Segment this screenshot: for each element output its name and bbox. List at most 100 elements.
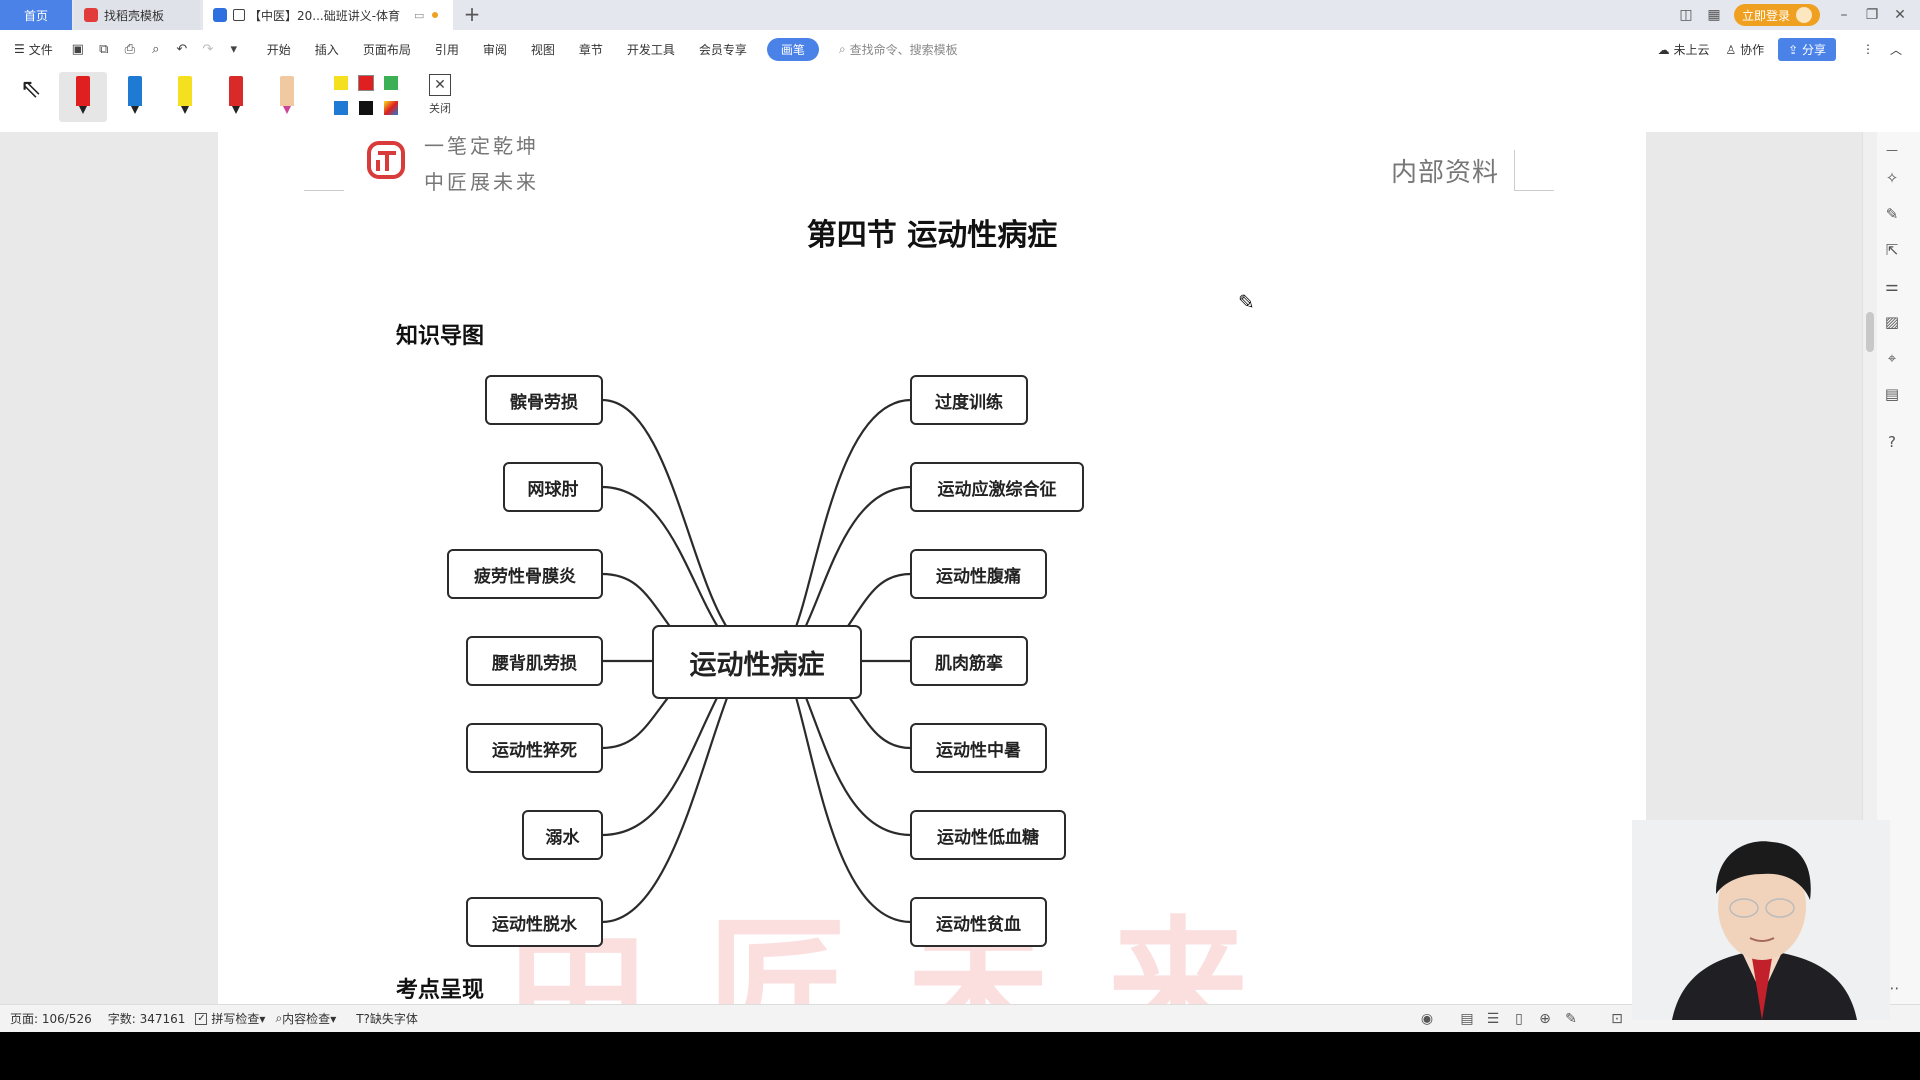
fit-page-icon[interactable]: ⊡ [1611,1011,1623,1027]
mindmap-node-left[interactable]: 运动性猝死 [466,723,603,773]
file-menu[interactable]: ☰ 文件 [0,41,65,58]
pen-red-fine[interactable] [212,72,260,122]
book-icon[interactable]: ▤ [1884,385,1900,403]
eraser-tool[interactable] [263,72,311,122]
color-picker-more[interactable] [384,101,398,115]
file-menu-label: 文件 [28,42,53,57]
restore-icon[interactable]: ❐ [1865,7,1879,23]
mindmap-node-left[interactable]: 腰背肌劳损 [466,636,603,686]
map-pin-icon[interactable]: ⌖ [1887,349,1897,367]
mindmap-node-right[interactable]: 运动应激综合征 [910,462,1084,512]
menu-review[interactable]: 审阅 [482,42,507,57]
preview-icon[interactable]: ⌕ [152,41,160,57]
tab-template[interactable]: 找稻壳模板 [74,0,200,30]
edit-pen-icon[interactable]: ✎ [1885,205,1899,223]
read-view-icon[interactable]: ▯ [1515,1011,1523,1027]
more-icon[interactable]: ⋮ [1861,42,1874,56]
tab-home[interactable]: 首页 [0,0,72,30]
undo-icon[interactable]: ↶ [176,41,188,57]
color-swatch-blue[interactable] [334,101,348,115]
scrollbar-thumb[interactable] [1866,312,1874,352]
page-indicator[interactable]: 页面: 106/526 [10,1012,92,1026]
menu-page-layout[interactable]: 页面布局 [362,42,411,57]
login-button[interactable]: 立即登录 [1733,4,1820,26]
adjust-sliders-icon[interactable]: ⚌ [1885,277,1899,295]
close-window-icon[interactable]: ✕ [1894,7,1906,23]
page-view-icon[interactable]: ▤ [1460,1011,1474,1027]
mindmap-node-left[interactable]: 运动性脱水 [466,897,603,947]
mindmap-node-right[interactable]: 运动性贫血 [910,897,1047,947]
color-swatch-green[interactable] [384,76,398,90]
wps-writer-icon [213,8,227,22]
header-internal-label: 内部资料 [1391,158,1500,188]
color-swatch-black[interactable] [359,101,373,115]
mindmap-node-left[interactable]: 溺水 [522,810,603,860]
menu-chapter[interactable]: 章节 [578,42,603,57]
style-brush-icon[interactable]: ✧ [1885,169,1899,187]
mindmap-node-right[interactable]: 过度训练 [910,375,1028,425]
word-count[interactable]: 字数: 347161 [107,1012,186,1026]
close-icon: ✕ [429,74,451,96]
minimize-icon[interactable]: – [1840,7,1848,23]
save-icon[interactable]: ▣ [71,41,84,57]
menu-insert[interactable]: 插入 [314,42,339,57]
menu-member[interactable]: 会员专享 [698,42,747,57]
missing-font[interactable]: T? 缺失字体 [356,1010,418,1027]
share-button[interactable]: ⇪ 分享 [1778,37,1836,61]
outline-view-icon[interactable]: ☰ [1486,1011,1500,1027]
help-icon[interactable]: ? [1888,433,1896,451]
content-check-label: 内容检查 [282,1012,331,1026]
mindmap-node-right[interactable]: 运动性低血糖 [910,810,1066,860]
mindmap-node-right[interactable]: 运动性腹痛 [910,549,1047,599]
collab-label: 协作 [1740,42,1765,57]
menu-reference[interactable]: 引用 [434,42,459,57]
mindmap-node-left[interactable]: 疲劳性骨膜炎 [447,549,603,599]
pen-tip-icon [79,106,87,114]
command-search[interactable]: ⌕ 查找命令、搜索模板 [839,41,958,58]
tab-document[interactable]: 【中医】20...础班讲义-体育 ▭ [203,0,453,30]
customize-dropdown-icon[interactable]: ▾ [230,41,238,57]
vertical-scrollbar[interactable] [1863,132,1877,1004]
mindmap-node-right[interactable]: 运动性中暑 [910,723,1047,773]
web-view-icon[interactable]: ⊕ [1539,1011,1551,1027]
select-cursor-icon[interactable]: ⇖ [20,74,42,104]
search-icon: ⌕ [838,41,846,56]
select-pointer-icon[interactable]: ⇱ [1885,241,1899,259]
close-pen-button[interactable]: ✕ 关闭 [426,74,454,116]
eye-protection-icon[interactable]: ◉ [1420,1011,1434,1027]
mindmap-node-left[interactable]: 髌骨劳损 [485,375,603,425]
new-tab-button[interactable]: + [463,2,481,26]
cloud-status[interactable]: ☁ 未上云 [1650,41,1718,58]
mindmap-node-right[interactable]: 肌肉筋挛 [910,636,1028,686]
image-tool-icon[interactable]: ▨ [1884,313,1900,331]
menu-start[interactable]: 开始 [266,42,291,57]
document-canvas[interactable]: 一笔定乾坤 中匠展未来 内部资料 中匠未来 第四节 运动性病症 知识导图 考点呈… [0,132,1862,1004]
export-icon[interactable]: ⧉ [99,41,109,57]
apps-grid-icon[interactable]: ▦ [1707,7,1721,23]
panel-collapse-icon[interactable]: — [1886,143,1898,157]
slogan-line-2: 中匠展未来 [424,170,539,194]
color-swatch-red[interactable] [358,75,374,91]
print-icon[interactable]: ⎙ [124,41,135,57]
pen-blue-marker[interactable] [111,72,159,122]
collapse-ribbon-icon[interactable]: ︿ [1889,42,1902,57]
document-page[interactable]: 一笔定乾坤 中匠展未来 内部资料 中匠未来 第四节 运动性病症 知识导图 考点呈… [218,132,1646,1004]
mindmap-node-left[interactable]: 网球肘 [503,462,603,512]
spell-check[interactable]: ✓拼写检查 ▾ [195,1010,265,1027]
share-icon: ⇪ [1788,42,1802,57]
pen-tip-icon [181,106,189,114]
mindmap-center-node[interactable]: 运动性病症 [652,625,862,699]
layout-icon[interactable]: ◫ [1679,7,1693,23]
pen-red-marker[interactable] [59,72,107,122]
pen-toolbar: ⇖ ✕ 关闭 [0,68,1920,132]
tab-pen[interactable]: 画笔 [766,37,819,61]
menu-developer[interactable]: 开发工具 [626,42,675,57]
pen-yellow-highlighter[interactable] [161,72,209,122]
content-check[interactable]: ⌕ 内容检查 ▾ [275,1010,336,1027]
write-view-icon[interactable]: ✎ [1565,1011,1577,1027]
redo-icon[interactable]: ↷ [202,41,214,57]
color-swatch-yellow[interactable] [334,76,348,90]
spell-check-label: 拼写检查 [211,1012,260,1026]
menu-view[interactable]: 视图 [530,42,555,57]
collab-button[interactable]: ♙ 协作 [1718,41,1773,58]
